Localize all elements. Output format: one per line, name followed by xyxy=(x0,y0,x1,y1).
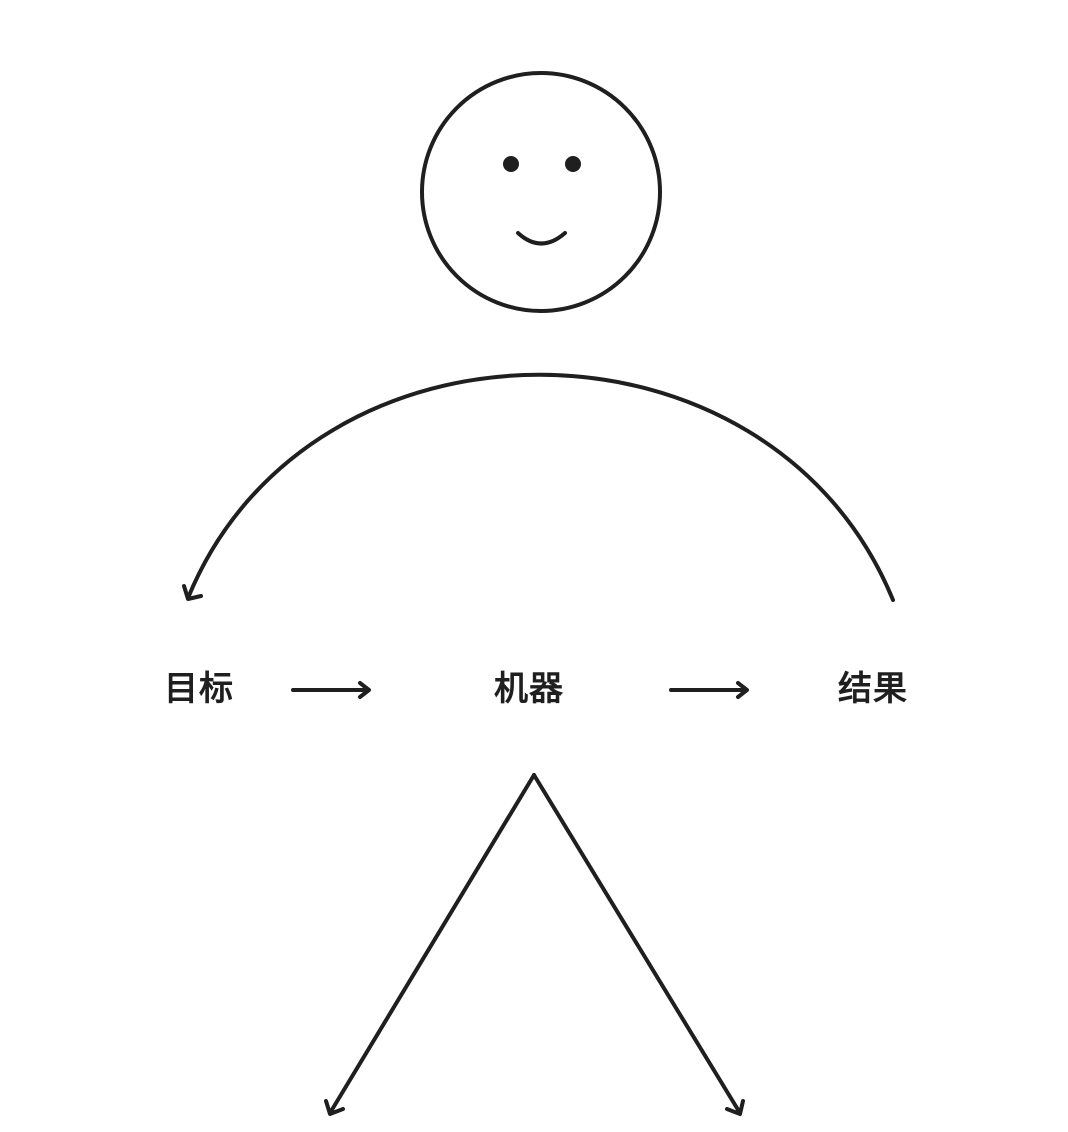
left-eye xyxy=(503,156,519,172)
smile-mouth xyxy=(516,231,567,246)
left-leg-arrow xyxy=(328,773,536,1115)
head-circle xyxy=(420,71,662,313)
feedback-arc xyxy=(186,372,895,602)
node-goal-label: 目标 xyxy=(164,669,234,709)
right-leg-arrow xyxy=(532,773,742,1115)
arrow-machine-to-result-head xyxy=(736,681,749,699)
node-machine-label: 机器 xyxy=(494,669,564,709)
feedback-arc-arrowhead xyxy=(182,584,203,601)
node-result-label: 结果 xyxy=(838,669,908,709)
right-eye xyxy=(565,156,581,172)
right-leg-arrowhead xyxy=(725,1099,745,1116)
arrow-goal-to-machine-head xyxy=(358,681,371,699)
left-leg-arrowhead xyxy=(324,1099,345,1116)
